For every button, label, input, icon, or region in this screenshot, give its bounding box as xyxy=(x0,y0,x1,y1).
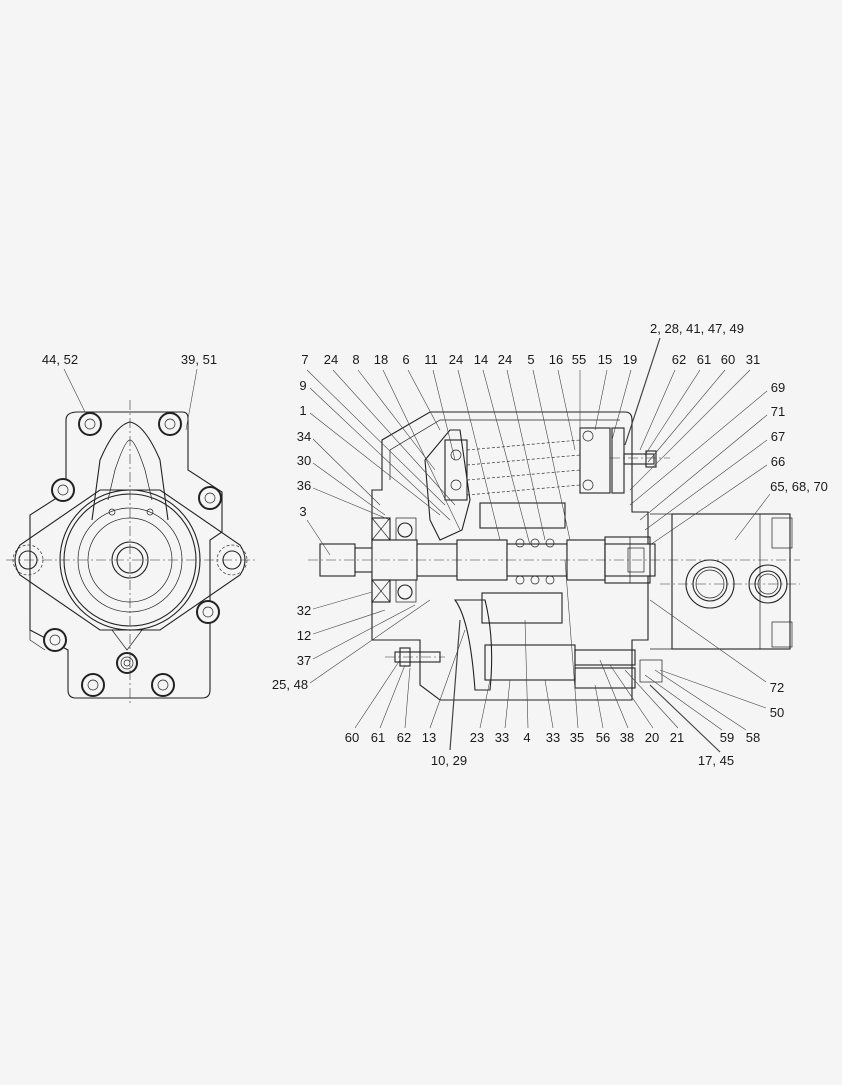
callout-21: 21 xyxy=(669,730,685,745)
callout-36: 36 xyxy=(296,478,312,493)
callout-59: 59 xyxy=(719,730,735,745)
callout-7: 7 xyxy=(301,352,309,367)
callout-55: 55 xyxy=(571,352,587,367)
callout-61: 61 xyxy=(696,352,712,367)
callout-62: 62 xyxy=(671,352,687,367)
callout-24: 24 xyxy=(497,352,513,367)
callout-20: 20 xyxy=(644,730,660,745)
callout-69: 69 xyxy=(770,380,786,395)
callout-14: 14 xyxy=(473,352,489,367)
callout-13: 13 xyxy=(421,730,437,745)
callout-38: 38 xyxy=(619,730,635,745)
callout-37: 37 xyxy=(296,653,312,668)
callout-12: 12 xyxy=(296,628,312,643)
callout-33: 33 xyxy=(494,730,510,745)
callout-2-28-41-47-49: 2, 28, 41, 47, 49 xyxy=(650,321,744,336)
callout-31: 31 xyxy=(745,352,761,367)
leader-lines xyxy=(306,337,771,753)
bolt-heads xyxy=(43,412,222,697)
callout-50: 50 xyxy=(769,705,785,720)
callout-19: 19 xyxy=(622,352,638,367)
callout-32: 32 xyxy=(296,603,312,618)
callout-24: 24 xyxy=(448,352,464,367)
callout-66: 66 xyxy=(770,454,786,469)
callout-34: 34 xyxy=(296,429,312,444)
callout-8: 8 xyxy=(352,352,360,367)
callout-23: 23 xyxy=(469,730,485,745)
callout-39-51: 39, 51 xyxy=(180,352,218,367)
callout-61: 61 xyxy=(370,730,386,745)
callout-67: 67 xyxy=(770,429,786,444)
callout-6: 6 xyxy=(402,352,410,367)
callout-35: 35 xyxy=(569,730,585,745)
callout-15: 15 xyxy=(597,352,613,367)
callout-72: 72 xyxy=(769,680,785,695)
callout-71: 71 xyxy=(770,404,786,419)
callout-25-48: 25, 48 xyxy=(271,677,309,692)
callout-11: 11 xyxy=(424,352,438,367)
callout-17-45: 17, 45 xyxy=(697,753,735,768)
callout-56: 56 xyxy=(595,730,611,745)
callout-60: 60 xyxy=(344,730,360,745)
callout-4: 4 xyxy=(523,730,531,745)
callout-18: 18 xyxy=(373,352,389,367)
callout-10-29: 10, 29 xyxy=(430,753,468,768)
callout-44-52: 44, 52 xyxy=(41,352,79,367)
callout-60: 60 xyxy=(720,352,736,367)
callout-1: 1 xyxy=(299,403,307,418)
callout-5: 5 xyxy=(527,352,535,367)
callout-33: 33 xyxy=(545,730,561,745)
callout-58: 58 xyxy=(745,730,761,745)
callout-65-68-70: 65, 68, 70 xyxy=(770,479,828,494)
section-view xyxy=(308,411,800,701)
callout-3: 3 xyxy=(299,504,307,519)
callout-9: 9 xyxy=(299,378,307,393)
callout-16: 16 xyxy=(548,352,564,367)
callout-24: 24 xyxy=(323,352,339,367)
callout-30: 30 xyxy=(296,453,312,468)
end-view xyxy=(6,368,255,706)
callout-62: 62 xyxy=(396,730,412,745)
